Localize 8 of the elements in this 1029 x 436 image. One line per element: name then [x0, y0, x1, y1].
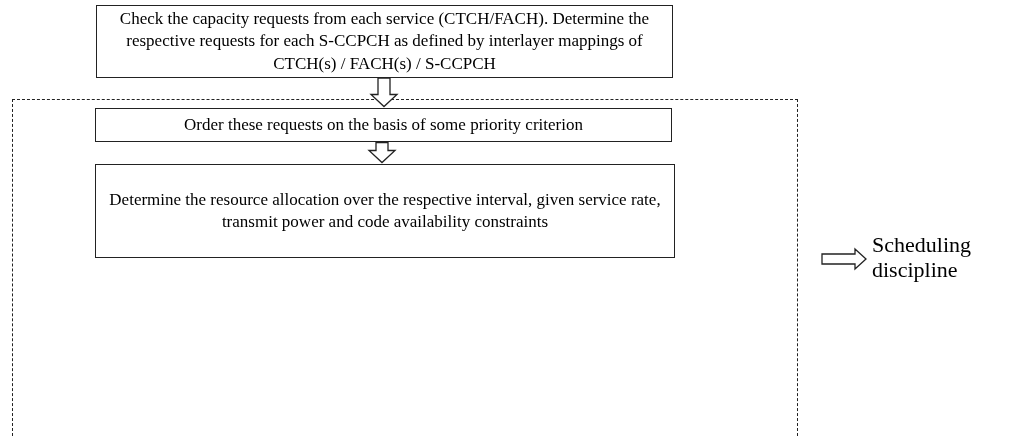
process-box: Order these requests on the basis of some priority criterion [95, 108, 672, 142]
block-arrow [821, 247, 867, 271]
dashed-group-box [12, 99, 798, 436]
process-box: Check the capacity requests from each service (CTCH/FACH). Determine the respective requests for each S-CCPCH as defined by interlayer mappings of CTCH(s) / FACH(s) / S-CCPCH [96, 5, 673, 78]
process-box: Determine the resource allocation over the respective interval, given service rate, transmit power and code availability constraints [95, 164, 675, 258]
output-label: Scheduling discipline [866, 232, 1016, 286]
block-arrow [367, 141, 397, 164]
block-arrow [369, 77, 399, 108]
